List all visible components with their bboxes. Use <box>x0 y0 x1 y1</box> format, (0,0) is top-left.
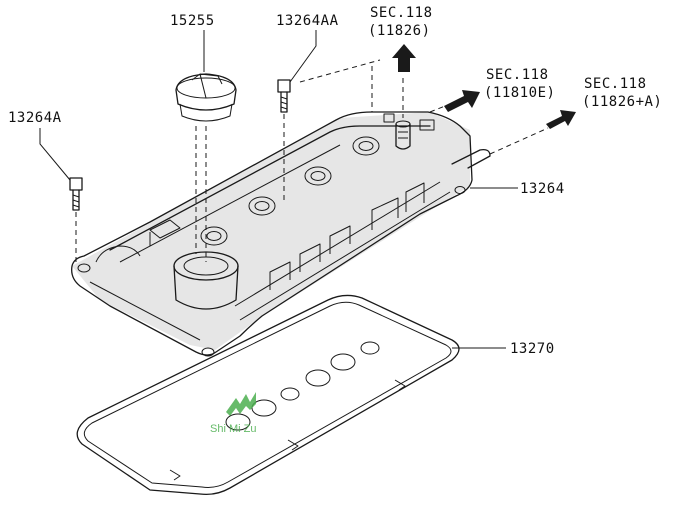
gasket-13270 <box>76 294 460 496</box>
bolt-13264AA <box>277 79 291 113</box>
label-cap: 15255 <box>170 13 215 29</box>
label-sec-right-1: SEC.118 <box>584 76 647 92</box>
label-gasket: 13270 <box>510 341 555 357</box>
oil-cap-15255 <box>175 73 237 122</box>
label-sec-right-2: (11826+A) <box>582 94 662 110</box>
watermark-text: Shi Mi Zu <box>210 423 256 435</box>
alignment-lines <box>75 59 549 262</box>
label-sec-top-1: SEC.118 <box>370 5 433 21</box>
bolt-13264A <box>69 177 83 211</box>
label-sec-top-2: (11826) <box>368 23 431 39</box>
label-sec-mid-2: (11810E) <box>484 85 555 101</box>
arrow-right-icon <box>444 90 480 112</box>
leader-lines <box>39 30 518 349</box>
label-bolt-left: 13264A <box>8 110 62 126</box>
label-sec-mid-1: SEC.118 <box>486 67 549 83</box>
label-bolt-top: 13264AA <box>276 13 339 29</box>
watermark-logo-icon <box>226 392 256 416</box>
valve-cover-13264 <box>71 111 491 357</box>
label-cover: 13264 <box>520 181 565 197</box>
arrow-right-icon <box>546 110 576 129</box>
arrow-up-icon <box>392 44 416 72</box>
